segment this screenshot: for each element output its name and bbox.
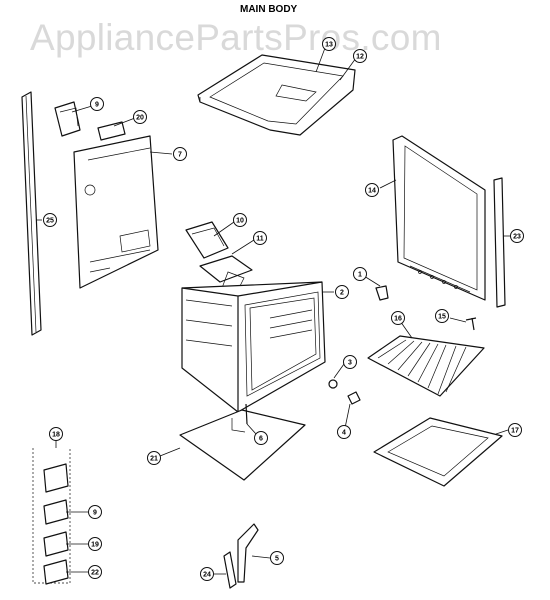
callout-label: 23 bbox=[513, 234, 521, 241]
callout-1: 1 bbox=[353, 267, 367, 281]
callout-label: 17 bbox=[511, 428, 519, 435]
callout-label: 1 bbox=[358, 272, 362, 279]
callout-4: 4 bbox=[337, 425, 351, 439]
callout-label: 22 bbox=[91, 570, 99, 577]
clip-part-20 bbox=[97, 121, 126, 141]
side-trim-strip-right bbox=[493, 177, 506, 308]
watermark: AppliancePartsPros.com bbox=[30, 17, 442, 58]
callout-label: 11 bbox=[256, 236, 264, 243]
callout-label: 9 bbox=[93, 510, 97, 517]
callout-10: 10 bbox=[233, 213, 247, 227]
callout-5: 5 bbox=[270, 551, 284, 565]
callout-6: 6 bbox=[254, 431, 268, 445]
callout-21: 21 bbox=[147, 451, 161, 465]
callout-23: 23 bbox=[510, 229, 524, 243]
callout-label: 16 bbox=[394, 316, 402, 323]
callout-label: 25 bbox=[46, 218, 54, 225]
oven-body bbox=[181, 281, 326, 413]
knob-part-1 bbox=[375, 285, 389, 301]
knob-part-4 bbox=[347, 391, 361, 405]
side-trim-strip-left bbox=[21, 91, 42, 336]
callout-label: 18 bbox=[52, 432, 60, 439]
callout-17: 17 bbox=[508, 423, 522, 437]
callout-2: 2 bbox=[335, 285, 349, 299]
back-panel bbox=[73, 135, 159, 289]
callout-3: 3 bbox=[343, 355, 357, 369]
callout-label: 6 bbox=[259, 436, 263, 443]
callout-label: 12 bbox=[356, 54, 364, 61]
callout-11: 11 bbox=[253, 231, 267, 245]
callout-label: 10 bbox=[236, 218, 244, 225]
callout-18: 18 bbox=[49, 427, 63, 441]
callout-label: 19 bbox=[91, 542, 99, 549]
rack-guide-15 bbox=[465, 317, 477, 331]
door-hinges bbox=[223, 523, 259, 589]
callout-16: 16 bbox=[391, 311, 405, 325]
callout-label: 21 bbox=[150, 456, 158, 463]
pin-part-6 bbox=[245, 403, 248, 425]
broiler-pan bbox=[373, 417, 503, 487]
door-frame bbox=[392, 135, 486, 301]
callout-7: 7 bbox=[173, 147, 187, 161]
grommet-part-3 bbox=[328, 379, 338, 389]
callout-14: 14 bbox=[365, 183, 379, 197]
callout-label: 2 bbox=[340, 290, 344, 297]
callout-12: 12 bbox=[353, 49, 367, 63]
callout-label: 13 bbox=[325, 42, 333, 49]
callout-label: 7 bbox=[178, 152, 182, 159]
callout-22: 22 bbox=[88, 565, 102, 579]
callout-label: 5 bbox=[275, 556, 279, 563]
callout-9: 9 bbox=[90, 97, 104, 111]
bracket-part-9 bbox=[54, 101, 81, 137]
callout-24: 24 bbox=[200, 567, 214, 581]
callout-9-inset: 9 bbox=[88, 505, 102, 519]
leader-lines bbox=[36, 47, 510, 575]
diagram-title: MAIN BODY bbox=[240, 4, 298, 15]
callout-label: 15 bbox=[438, 314, 446, 321]
callout-19: 19 bbox=[88, 537, 102, 551]
callout-label: 9 bbox=[95, 102, 99, 109]
callout-20: 20 bbox=[133, 110, 147, 124]
callout-label: 14 bbox=[368, 188, 376, 195]
callout-15: 15 bbox=[435, 309, 449, 323]
callout-label: 4 bbox=[342, 430, 346, 437]
inset-parts-group bbox=[32, 448, 71, 585]
oven-bottom-panel bbox=[179, 409, 306, 481]
burner-assembly-10 bbox=[185, 221, 229, 259]
callout-label: 24 bbox=[203, 572, 211, 579]
oven-rack bbox=[367, 335, 485, 397]
callout-13: 13 bbox=[322, 37, 336, 51]
callout-25: 25 bbox=[43, 213, 57, 227]
oven-top-panel bbox=[197, 54, 356, 136]
callout-label: 3 bbox=[348, 360, 352, 367]
callout-label: 20 bbox=[136, 115, 144, 122]
